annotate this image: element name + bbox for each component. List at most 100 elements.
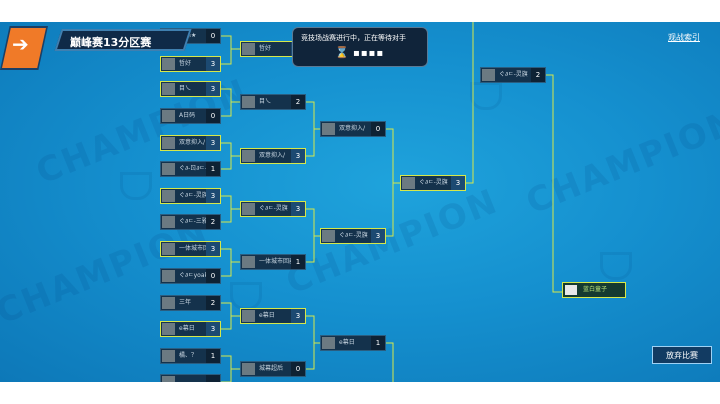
trophy-icon <box>600 252 632 280</box>
match-slot-r1-13[interactable]: 橘、？ 1 <box>160 348 221 364</box>
final-slot[interactable]: 蓝白童子 <box>562 282 626 298</box>
tournament-bracket-stage: CHAMPION CHAMPION CHAMPION CHAMPION <box>0 22 720 382</box>
trophy-icon <box>120 172 152 200</box>
player-name: 双意抑入/ <box>259 152 286 159</box>
player-name: ぐ∂ㄷ-灵旗 <box>499 71 528 78</box>
player-avatar <box>242 363 255 375</box>
player-score: 3 <box>291 202 305 216</box>
player-name: ぐ∂ㄷyoak <box>179 272 208 279</box>
player-avatar <box>242 256 255 268</box>
player-score: 3 <box>206 57 220 71</box>
player-name: ぐ∂ㄷ-灵旗 <box>259 205 288 212</box>
player-avatar <box>322 337 335 349</box>
player-score: 3 <box>206 82 220 96</box>
player-score: 3 <box>206 189 220 203</box>
player-name: 目乀 <box>259 98 272 105</box>
player-score: 1 <box>371 336 385 350</box>
player-name: 双意抑入/ <box>179 139 206 146</box>
match-slot-r1-6[interactable]: ぐ∂-ㄖ∂ㄷ-1 <box>160 161 221 177</box>
player-score: 1 <box>206 349 220 363</box>
player-avatar <box>242 150 255 162</box>
player-name: 哲好 <box>259 45 272 52</box>
player-score: 2 <box>291 95 305 109</box>
arrow-icon: ➔ <box>12 32 29 56</box>
player-avatar <box>322 123 335 135</box>
trophy-icon <box>470 82 502 110</box>
player-name: 哲好 <box>179 60 192 67</box>
match-slot-r2-6[interactable]: e幕日 3 <box>240 308 306 324</box>
player-name: ぐ∂ㄷ-灵旗 <box>339 232 368 239</box>
player-avatar <box>162 323 175 335</box>
match-slot-r1-5[interactable]: 双意抑入/3 <box>160 135 221 151</box>
player-name: ぐ∂ㄷ-灵旗 <box>179 192 208 199</box>
player-score: 1 <box>206 162 220 176</box>
player-name: ぐ∂-ㄖ∂ㄷ- <box>179 165 208 172</box>
player-name: A日码 <box>179 112 196 119</box>
player-avatar <box>162 190 175 202</box>
match-slot-r1-4[interactable]: A日码 0 <box>160 108 221 124</box>
player-score: 3 <box>291 309 305 323</box>
player-score: 1 <box>291 255 305 269</box>
final-player-name: 蓝白童子 <box>583 286 608 293</box>
player-score: 3 <box>451 176 465 190</box>
player-avatar <box>162 350 175 362</box>
player-avatar <box>162 83 175 95</box>
player-avatar <box>242 96 255 108</box>
player-name: 三年 <box>179 299 192 306</box>
player-name: ぐ∂ㄷ-三雅 <box>179 218 208 225</box>
match-slot-r2-3[interactable]: 双意抑入/3 <box>240 148 306 164</box>
player-avatar <box>162 137 175 149</box>
match-slot-r2-2[interactable]: 目乀 2 <box>240 94 306 110</box>
player-avatar <box>162 110 175 122</box>
player-avatar <box>162 163 175 175</box>
page-title: 巅峰赛13分区赛 <box>70 36 152 49</box>
player-score: 2 <box>531 68 545 82</box>
player-avatar <box>162 216 175 228</box>
player-score: 3 <box>291 149 305 163</box>
player-score: 2 <box>206 215 220 229</box>
status-message: 竞技场战赛进行中，正在等待对手 <box>301 34 406 42</box>
player-name: 一体城市回器 <box>259 258 296 265</box>
player-score: 0 <box>371 122 385 136</box>
match-slot-r2-7[interactable]: 城幕超后 0 <box>240 361 306 377</box>
player-name: e幕日 <box>259 312 275 319</box>
player-avatar <box>162 376 175 382</box>
player-avatar <box>242 203 255 215</box>
match-slot-r3-3[interactable]: e幕日 1 <box>320 335 386 351</box>
match-slot-r1-2[interactable]: 哲好 3 <box>160 56 221 72</box>
player-avatar <box>402 177 415 189</box>
player-score: 0 <box>206 109 220 123</box>
player-score <box>206 375 220 382</box>
player-avatar <box>242 310 255 322</box>
match-slot-r1-14[interactable] <box>160 374 221 382</box>
player-score: 3 <box>371 229 385 243</box>
forfeit-button[interactable]: 放弃比赛 <box>652 346 712 364</box>
player-name: 橘、？ <box>179 352 198 359</box>
player-name: 一体城市回器 <box>179 245 216 252</box>
player-name: e幕日 <box>179 325 195 332</box>
player-name: ぐ∂ㄷ-灵旗 <box>419 179 448 186</box>
player-name: 城幕超后 <box>259 365 284 372</box>
match-slot-r3-1[interactable]: 双意抑入/0 <box>320 121 386 137</box>
hourglass-icon: ⌛ <box>335 46 349 59</box>
player-name: 双意抑入/ <box>339 125 366 132</box>
player-avatar <box>162 58 175 70</box>
player-score: 3 <box>206 136 220 150</box>
player-score: 0 <box>206 269 220 283</box>
player-score: 0 <box>291 362 305 376</box>
bracket-connector-lines <box>221 22 562 382</box>
player-name: e幕日 <box>339 339 355 346</box>
watch-index-link[interactable]: 观战索引 <box>668 33 700 42</box>
